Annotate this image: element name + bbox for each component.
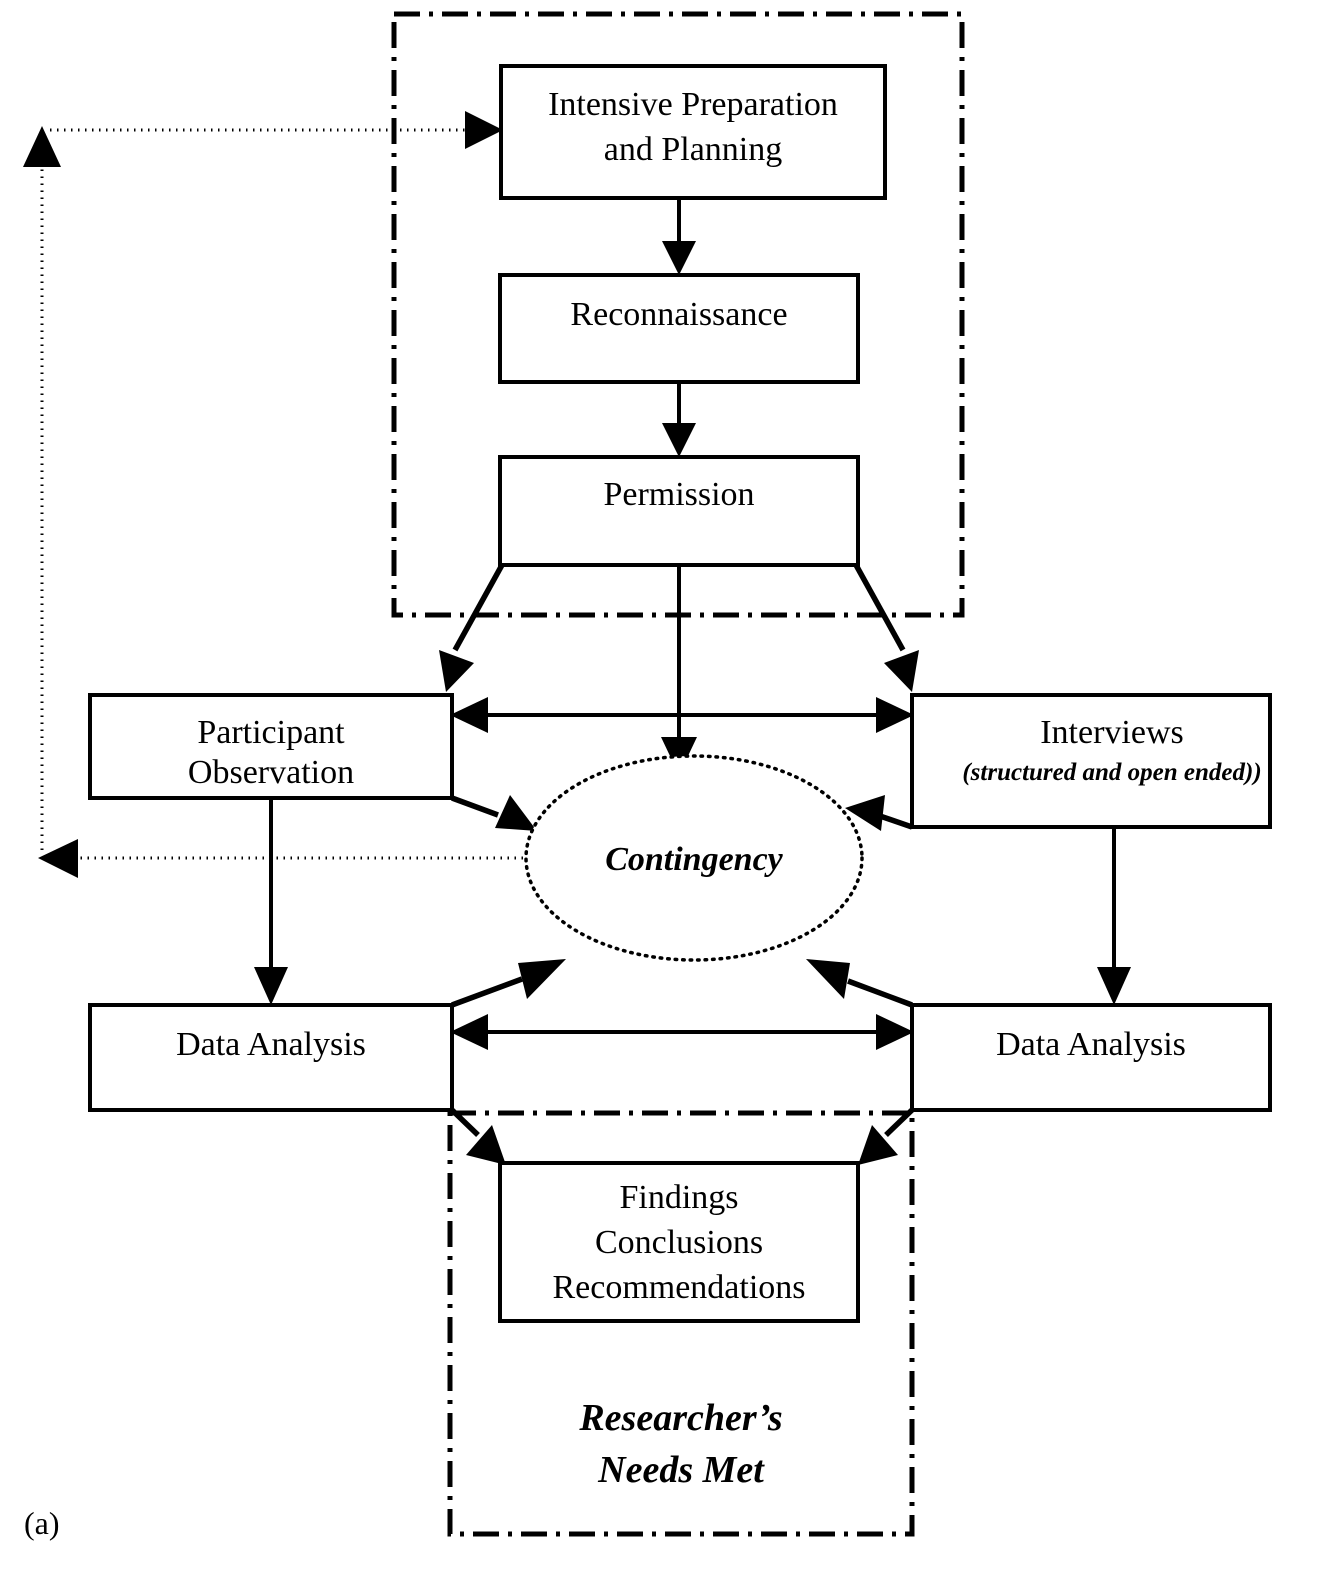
node-permission[interactable]: Permission xyxy=(498,455,860,567)
arrowhead-right-icon xyxy=(876,1014,914,1050)
arrowhead-diagonal-icon xyxy=(806,959,850,999)
connector-reconnaissance-to-permission xyxy=(662,382,696,457)
data-analysis-left-label: Data Analysis xyxy=(176,1026,366,1063)
connector-permission-to-contingency xyxy=(661,565,697,775)
arrowhead-diagonal-icon xyxy=(439,650,474,692)
intensive-preparation-label-line2: and Planning xyxy=(604,131,782,168)
arrowhead-diagonal-icon xyxy=(495,795,537,831)
data-analysis-right-label: Data Analysis xyxy=(996,1026,1186,1063)
arrowhead-down-icon xyxy=(1097,967,1131,1005)
permission-label: Permission xyxy=(603,476,754,513)
researcher-needs-zone xyxy=(447,1110,915,1537)
arrowhead-down-icon xyxy=(662,423,696,457)
node-findings-conclusions-recommendations[interactable]: Findings Conclusions Recommendations xyxy=(498,1161,860,1323)
reconnaissance-label: Reconnaissance xyxy=(570,296,787,333)
interviews-label: Interviews xyxy=(1040,714,1184,751)
node-data-analysis-right[interactable]: Data Analysis xyxy=(910,1003,1272,1112)
arrowhead-down-icon xyxy=(254,967,288,1005)
participant-observation-label-line1: Participant xyxy=(197,714,345,751)
node-interviews[interactable]: Interviews (structured and open ended)) xyxy=(910,693,1272,829)
connector-data-analysis-right-to-contingency xyxy=(806,959,913,1008)
arrowhead-diagonal-icon xyxy=(466,1125,506,1165)
findings-label-line3: Recommendations xyxy=(552,1269,805,1306)
arrowhead-left-icon xyxy=(38,839,78,878)
feedback-loop-contingency-to-preparation xyxy=(23,111,530,878)
arrowhead-down-icon xyxy=(662,241,696,275)
findings-label-line2: Conclusions xyxy=(595,1224,763,1261)
arrowhead-up-icon xyxy=(23,126,61,167)
arrowhead-diagonal-icon xyxy=(884,650,919,692)
connector-data-analysis-right-to-findings xyxy=(858,1108,914,1165)
findings-label-line1: Findings xyxy=(619,1179,738,1216)
node-contingency[interactable]: Contingency xyxy=(524,754,864,962)
connector-permission-to-interviews xyxy=(853,563,919,692)
node-data-analysis-left[interactable]: Data Analysis xyxy=(88,1003,454,1112)
arrowhead-right-icon xyxy=(465,111,503,149)
connector-observation-to-data-analysis-left xyxy=(254,798,288,1005)
node-reconnaissance[interactable]: Reconnaissance xyxy=(498,273,860,384)
arrowhead-diagonal-icon xyxy=(518,959,566,999)
participant-observation-label-line2: Observation xyxy=(188,754,354,791)
researcher-needs-met-line2: Needs Met xyxy=(597,1449,765,1491)
contingency-label: Contingency xyxy=(605,841,783,878)
contingency-ellipse xyxy=(524,754,864,962)
connector-data-analysis-left-to-findings xyxy=(450,1108,506,1165)
connector-observation-to-contingency xyxy=(451,795,537,831)
connector-data-analysis-bidirectional xyxy=(450,1014,914,1050)
researcher-needs-met-line1: Researcher’s xyxy=(578,1397,782,1439)
arrowhead-left-icon xyxy=(450,697,488,733)
connector-observation-interviews-bidirectional xyxy=(450,697,914,733)
connector-preparation-to-reconnaissance xyxy=(662,198,696,275)
arrowhead-right-icon xyxy=(876,697,914,733)
connector-data-analysis-left-to-contingency xyxy=(451,959,566,1008)
connector-permission-to-participant-observation xyxy=(439,563,505,692)
arrowhead-diagonal-icon xyxy=(858,1125,898,1165)
connector-interviews-to-data-analysis-right xyxy=(1097,827,1131,1005)
connector-interviews-to-contingency xyxy=(845,795,913,831)
researcher-needs-met-label: Researcher’s Needs Met xyxy=(578,1397,782,1491)
interviews-subtitle: (structured and open ended)) xyxy=(962,759,1261,786)
figure-label: (a) xyxy=(24,1505,60,1541)
arrowhead-diagonal-icon xyxy=(845,795,885,831)
intensive-preparation-label-line1: Intensive Preparation xyxy=(548,86,838,123)
arrowhead-left-icon xyxy=(450,1014,488,1050)
node-participant-observation[interactable]: Participant Observation xyxy=(88,693,454,800)
node-intensive-preparation-and-planning[interactable]: Intensive Preparation and Planning xyxy=(499,64,887,200)
